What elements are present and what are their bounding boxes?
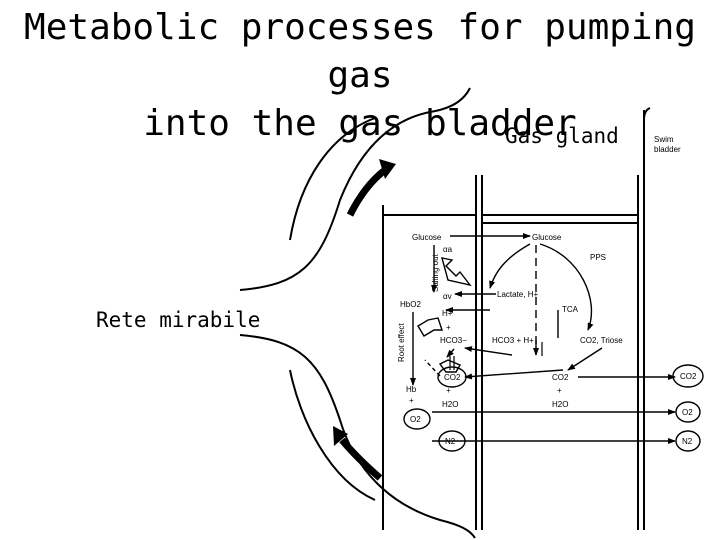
- page-title: Metabolic processes for pumping gas into…: [0, 4, 720, 148]
- alpha-v-label: αv: [443, 292, 452, 301]
- o2-left-label: O2: [410, 415, 421, 424]
- alpha-a-label: αa: [443, 245, 453, 254]
- co2-mid-label: CO2: [552, 373, 569, 382]
- root-effect-label: Root effect: [397, 323, 406, 362]
- lactate-label: Lactate, H+: [497, 290, 538, 299]
- rete-mirabile-label: Rete mirabile: [96, 308, 261, 332]
- o2-right-label: O2: [682, 408, 693, 417]
- swim-bladder-label-2: bladder: [654, 145, 681, 154]
- co2-right-label: CO2: [680, 372, 697, 381]
- hb-label: Hb: [406, 385, 417, 394]
- diagram-labels: Swim bladder Glucose Glucose Salting out…: [397, 135, 697, 446]
- co2-triose-label: CO2, Triose: [580, 336, 623, 345]
- flow-arrows: [333, 159, 396, 481]
- glucose-right-label: Glucose: [532, 233, 562, 242]
- hco3-mid-label: HCO3 + H+: [492, 336, 534, 345]
- down-arrow-head: [333, 426, 348, 446]
- title-line-1: Metabolic processes for pumping gas: [24, 7, 696, 96]
- plus-3-label: +: [446, 386, 451, 395]
- rete-outline: [239, 87, 476, 539]
- co2-left-label: CO2: [444, 373, 461, 382]
- pps-label: PPS: [590, 253, 606, 262]
- equilibrium-marks: [449, 342, 543, 370]
- up-arrow-head: [379, 159, 396, 179]
- h2o-mid-label: H2O: [552, 400, 568, 409]
- plus-4-label: +: [557, 386, 562, 395]
- n2-right-label: N2: [682, 437, 693, 446]
- gas-gland-label: Gas gland: [505, 124, 619, 148]
- h2o-left-label: H2O: [442, 400, 458, 409]
- plus-2-label: +: [409, 396, 414, 405]
- h-plus-label: H+: [442, 309, 453, 318]
- title-line-2: into the gas bladder: [143, 103, 577, 144]
- swim-bladder-label-1: Swim: [654, 135, 674, 144]
- hbo2-label: HbO2: [400, 300, 421, 309]
- hco3-left-label: HCO3−: [440, 336, 467, 345]
- metabolic-arrows: [410, 233, 676, 444]
- n2-left-label: N2: [445, 437, 456, 446]
- salting-out-label: Salting out: [431, 253, 440, 292]
- molecule-circles: [403, 364, 704, 452]
- plus-1-label: +: [446, 323, 451, 332]
- cell-membranes: [382, 107, 651, 530]
- tca-label: TCA: [562, 305, 579, 314]
- glucose-left-label: Glucose: [412, 233, 442, 242]
